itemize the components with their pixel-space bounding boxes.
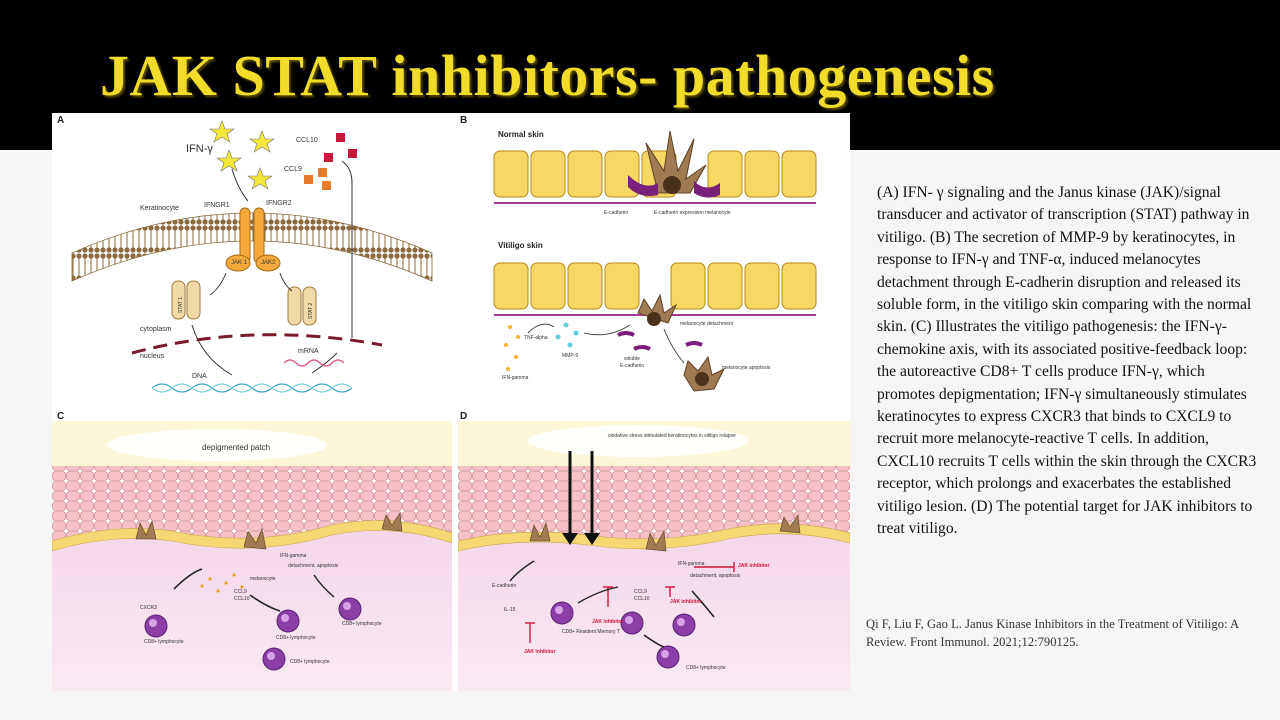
ccl10-label: CCL10 xyxy=(296,137,318,144)
resident-memory-t-label: CD8+ Resident Memory T xyxy=(562,629,620,635)
chemokine-square-icon xyxy=(322,181,331,190)
ecadherin-label: E-cadherin xyxy=(492,583,516,589)
dna-strand xyxy=(152,384,352,392)
panel-b-drawing xyxy=(458,113,850,408)
arrow xyxy=(192,325,232,375)
ifngr2-receptor xyxy=(254,208,264,263)
panel-a: A IFN-γ CCL10 CCL9 Keratinocyte IFNGR1 I… xyxy=(52,113,452,408)
cd8-lymphocyte-label: CD8+ lymphocyte xyxy=(144,639,184,645)
ifngr1-label: IFNGR1 xyxy=(204,202,230,209)
dna-label: DNA xyxy=(192,373,207,380)
depigmented-patch-label: depigmented patch xyxy=(202,443,270,452)
ifn-star-icon xyxy=(217,150,241,171)
jak-inhibitor-label: JAK inhibitor xyxy=(670,599,701,605)
jak-inhibitor-label: JAK inhibitor xyxy=(738,563,769,569)
arrow xyxy=(232,169,248,201)
mmp9-icons xyxy=(556,323,579,348)
slide-title: JAK STAT inhibitors- pathogenesis xyxy=(100,42,995,109)
cell-membrane xyxy=(72,213,432,281)
ifn-gamma-label: IFN-gamma xyxy=(280,553,306,559)
ifn-star-icon xyxy=(210,121,234,142)
panel-d: D oxidative stress stimulated keratinocy… xyxy=(458,411,850,691)
jak-inhibitor-label: JAK inhibitor xyxy=(592,619,623,625)
jak-inhibitor-label: JAK inhibitor xyxy=(524,649,555,655)
cytoplasm-label: cytoplasm xyxy=(140,326,172,333)
cd8-lymphocyte-label: CD8+ lymphocyte xyxy=(686,665,726,671)
chemokine-square-icon xyxy=(304,175,313,184)
tnf-alpha-label: TNF-alpha xyxy=(524,335,548,341)
keratinocyte-label: Keratinocyte xyxy=(140,205,179,212)
citation: Qi F, Liu F, Gao L. Janus Kinase Inhibit… xyxy=(866,616,1266,651)
ccl9-label: CCL9 xyxy=(634,589,647,595)
chemokine-square-icon xyxy=(318,168,327,177)
ccl9-label: CCL9 xyxy=(234,589,247,595)
panel-c-drawing xyxy=(52,411,452,691)
panel-d-label: D xyxy=(460,411,467,422)
ifngr1-receptor xyxy=(240,208,250,263)
ifn-gamma-label: IFN-gamma xyxy=(678,561,704,567)
ifn-star-icon xyxy=(250,131,274,152)
nuclear-membrane xyxy=(132,335,382,353)
stat2-label: STAT 2 xyxy=(308,303,314,319)
ifn-gamma-label: IFN-gamma xyxy=(502,375,528,381)
figure-description: (A) IFN- γ signaling and the Janus kinas… xyxy=(877,182,1262,541)
ifngr2-label: IFNGR2 xyxy=(266,200,292,207)
soluble-ecadherin-icon xyxy=(634,347,650,349)
detached-melanocyte-icon xyxy=(638,295,676,326)
ccl10-label: CCL10 xyxy=(634,596,650,602)
mrna-strand xyxy=(284,360,344,366)
soluble-label: soluble xyxy=(624,356,640,362)
ifn-gamma-label: IFN-γ xyxy=(186,143,213,155)
ccl9-label: CCL9 xyxy=(284,166,302,173)
pathogenesis-figure: A IFN-γ CCL10 CCL9 Keratinocyte IFNGR1 I… xyxy=(52,113,850,691)
soluble-ecadherin-label: E-cadherin xyxy=(620,363,644,369)
apoptotic-melanocyte-icon xyxy=(684,357,724,391)
melanocyte-label: melanocyte xyxy=(250,576,276,582)
panel-a-label: A xyxy=(57,115,64,126)
oxidative-stress-label: oxidative stress stimulated keratinocyte… xyxy=(608,433,736,439)
il15-label: IL-15 xyxy=(504,607,515,613)
arrow xyxy=(312,353,337,373)
ecadherin-label: E-cadherin xyxy=(604,210,628,216)
cd8-lymphocyte-label: CD8+ lymphocyte xyxy=(290,659,330,665)
cd8-lymphocyte-label: CD8+ lymphocyte xyxy=(342,621,382,627)
panel-d-drawing xyxy=(458,411,850,691)
mmp9-label: MMP-9 xyxy=(562,353,578,359)
arrow xyxy=(528,324,554,333)
melanocyte-apoptosis-label: melanocyte apoptosis xyxy=(722,365,770,371)
dermis xyxy=(52,529,452,692)
panel-a-drawing xyxy=(52,113,452,408)
ifn-star-icon xyxy=(248,168,272,189)
nucleus-label: nucleus xyxy=(140,353,164,360)
arrow xyxy=(664,329,684,363)
stat1-label: STAT 1 xyxy=(178,297,184,313)
panel-c-label: C xyxy=(57,411,64,422)
ccl10-label: CCL10 xyxy=(234,596,250,602)
chemokine-square-icon xyxy=(324,153,333,162)
detachment-apoptosis-label: detachment, apoptosis xyxy=(690,573,740,579)
normal-skin-label: Normal skin xyxy=(498,130,544,139)
detachment-apoptosis-label: detachment, apoptosis xyxy=(288,563,338,569)
cd8-lymphocyte-label: CD8+ lymphocyte xyxy=(276,635,316,641)
chemokine-square-icon xyxy=(336,133,345,142)
panel-b: B Normal skin E-cadherin E-cadherin expr… xyxy=(458,113,850,408)
vitiligo-skin-label: Vitiligo skin xyxy=(498,241,543,250)
soluble-ecadherin-icon xyxy=(686,343,702,345)
ecadherin-melanocyte-label: E-cadherin expression melanocyte xyxy=(654,210,731,216)
arrow xyxy=(210,273,226,295)
dermis xyxy=(458,532,850,691)
panel-c: C depigmented patch IFN-gamma detachment… xyxy=(52,411,452,691)
jak2-label: JAK2 xyxy=(261,260,275,266)
stat-protein xyxy=(187,281,200,319)
mrna-label: mRNA xyxy=(298,348,319,355)
chemokine-square-icon xyxy=(348,149,357,158)
melanocyte-detachment-label: melanocyte detachment xyxy=(680,321,733,327)
ifn-gamma-icons xyxy=(504,325,520,371)
jak1-label: JAK 1 xyxy=(231,260,247,266)
vitiligo-keratinocyte-row xyxy=(494,263,816,309)
stat-protein xyxy=(288,287,301,325)
panel-b-label: B xyxy=(460,115,467,126)
soluble-ecadherin-icon xyxy=(618,333,634,335)
cxcr3-label: CXCR3 xyxy=(140,605,157,611)
